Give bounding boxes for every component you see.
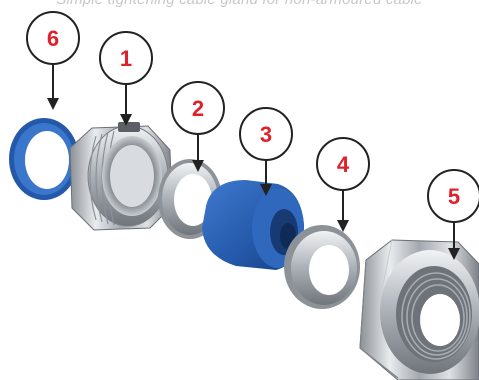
callout-6-label: 6 bbox=[47, 26, 59, 51]
part-6-blue-washer bbox=[9, 118, 79, 200]
callout-1: 1 bbox=[100, 32, 152, 126]
callout-5-label: 5 bbox=[448, 184, 460, 209]
callout-4-label: 4 bbox=[337, 152, 350, 177]
callout-3-label: 3 bbox=[260, 122, 272, 147]
callout-6: 6 bbox=[27, 12, 79, 110]
part-1-threaded-body bbox=[70, 122, 172, 230]
callout-2-label: 2 bbox=[192, 96, 204, 121]
callout-4: 4 bbox=[317, 138, 369, 232]
callout-1-label: 1 bbox=[120, 46, 132, 71]
part-4-compression-washer bbox=[284, 225, 360, 309]
part-5-hex-nut bbox=[360, 240, 479, 380]
callout-2: 2 bbox=[172, 82, 224, 172]
